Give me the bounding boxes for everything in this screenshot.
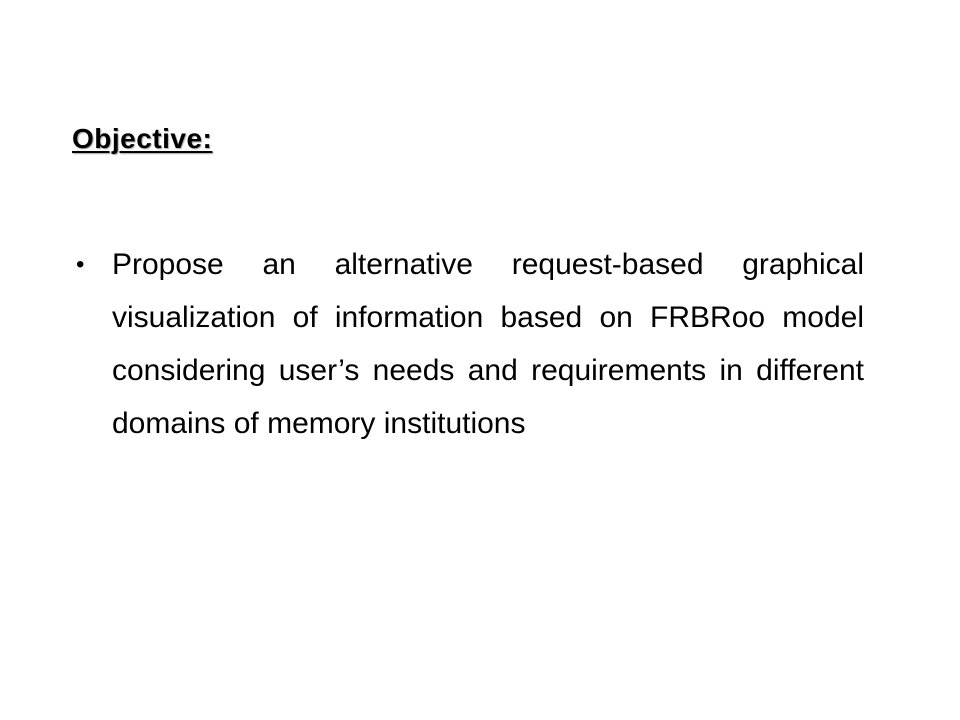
bullet-text: Propose an alternative request-based gra… bbox=[112, 248, 864, 440]
slide-heading: Objective: bbox=[72, 123, 213, 154]
bullet-marker: • bbox=[76, 251, 85, 278]
bullet-list: • Propose an alternative request-based g… bbox=[72, 238, 864, 450]
list-item: • Propose an alternative request-based g… bbox=[72, 238, 864, 450]
